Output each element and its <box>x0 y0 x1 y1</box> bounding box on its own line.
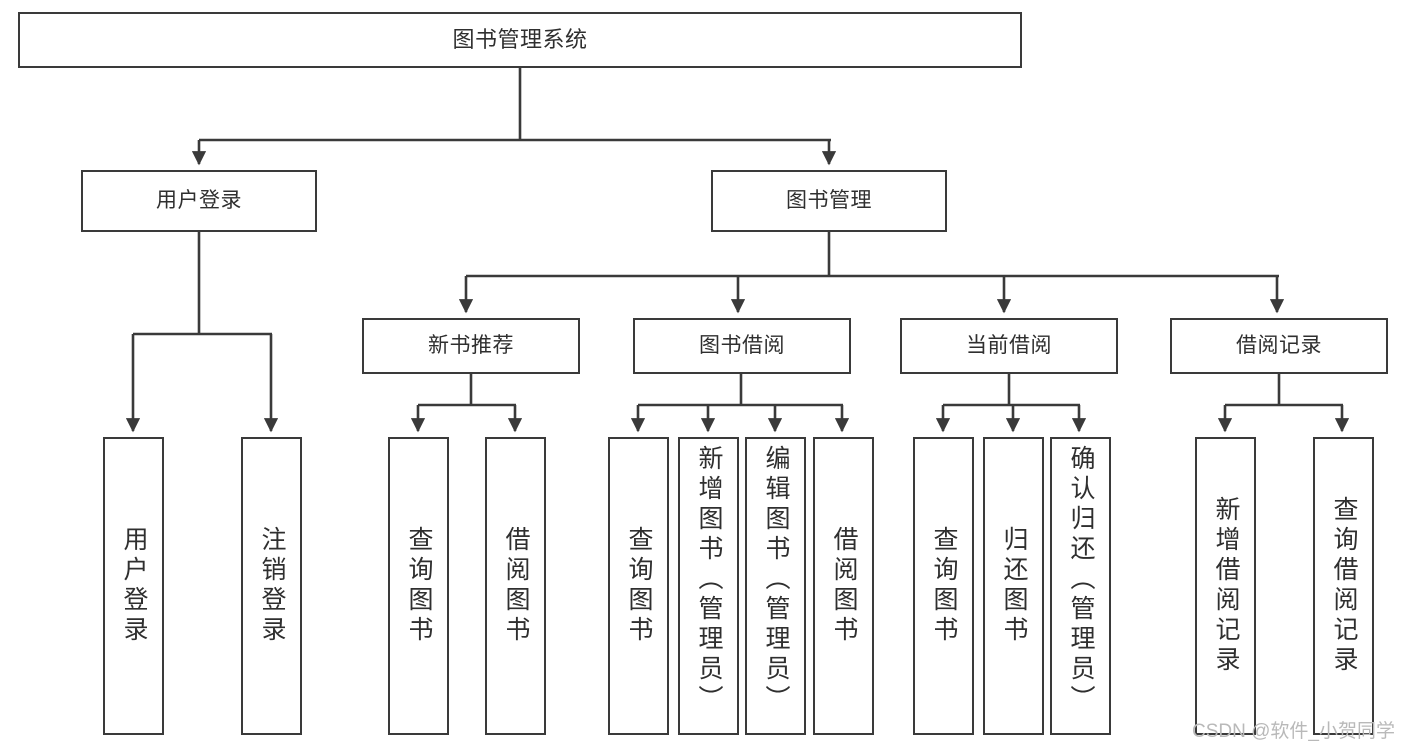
leaf-add-book-admin[interactable]: 新增图书（管理员） <box>678 437 739 735</box>
leaf-user-login[interactable]: 用户登录 <box>103 437 164 735</box>
node-root-book-management-system[interactable]: 图书管理系统 <box>18 12 1022 68</box>
leaf-logout[interactable]: 注销登录 <box>241 437 302 735</box>
node-label: 查询图书 <box>625 526 653 646</box>
node-label: 借阅图书 <box>502 526 530 646</box>
node-label: 编辑图书（管理员） <box>762 445 790 715</box>
node-label: 查询图书 <box>405 526 433 646</box>
leaf-query-books-current[interactable]: 查询图书 <box>913 437 974 735</box>
node-label: 用户登录 <box>156 188 242 212</box>
watermark: CSDN @软件_小贺同学 <box>1192 721 1395 742</box>
node-borrow-records[interactable]: 借阅记录 <box>1170 318 1388 374</box>
node-book-borrowing[interactable]: 图书借阅 <box>633 318 851 374</box>
leaf-borrow-books-new-book[interactable]: 借阅图书 <box>485 437 546 735</box>
leaf-return-books[interactable]: 归还图书 <box>983 437 1044 735</box>
node-label: 注销登录 <box>258 526 286 646</box>
node-label: 新增借阅记录 <box>1212 496 1240 676</box>
leaf-edit-book-admin[interactable]: 编辑图书（管理员） <box>745 437 806 735</box>
node-book-management[interactable]: 图书管理 <box>711 170 947 232</box>
node-label: 归还图书 <box>1000 526 1028 646</box>
node-label: 用户登录 <box>120 526 148 646</box>
leaf-query-borrow-record[interactable]: 查询借阅记录 <box>1313 437 1374 735</box>
node-current-borrowing[interactable]: 当前借阅 <box>900 318 1118 374</box>
node-label: 确认归还（管理员） <box>1067 445 1095 715</box>
node-new-book-recommendation[interactable]: 新书推荐 <box>362 318 580 374</box>
node-label: 图书管理 <box>786 188 872 212</box>
node-label: 新增图书（管理员） <box>695 445 723 715</box>
node-label: 借阅记录 <box>1236 333 1322 357</box>
node-label: 当前借阅 <box>966 333 1052 357</box>
leaf-query-books-new-book[interactable]: 查询图书 <box>388 437 449 735</box>
leaf-add-borrow-record[interactable]: 新增借阅记录 <box>1195 437 1256 735</box>
node-label: 新书推荐 <box>428 333 514 357</box>
leaf-query-books-borrow[interactable]: 查询图书 <box>608 437 669 735</box>
node-user-login[interactable]: 用户登录 <box>81 170 317 232</box>
node-label: 借阅图书 <box>830 526 858 646</box>
leaf-borrow-books[interactable]: 借阅图书 <box>813 437 874 735</box>
node-label: 查询借阅记录 <box>1330 496 1358 676</box>
node-label: 查询图书 <box>930 526 958 646</box>
leaf-confirm-return-admin[interactable]: 确认归还（管理员） <box>1050 437 1111 735</box>
node-label: 图书借阅 <box>699 333 785 357</box>
node-label: 图书管理系统 <box>452 27 588 53</box>
